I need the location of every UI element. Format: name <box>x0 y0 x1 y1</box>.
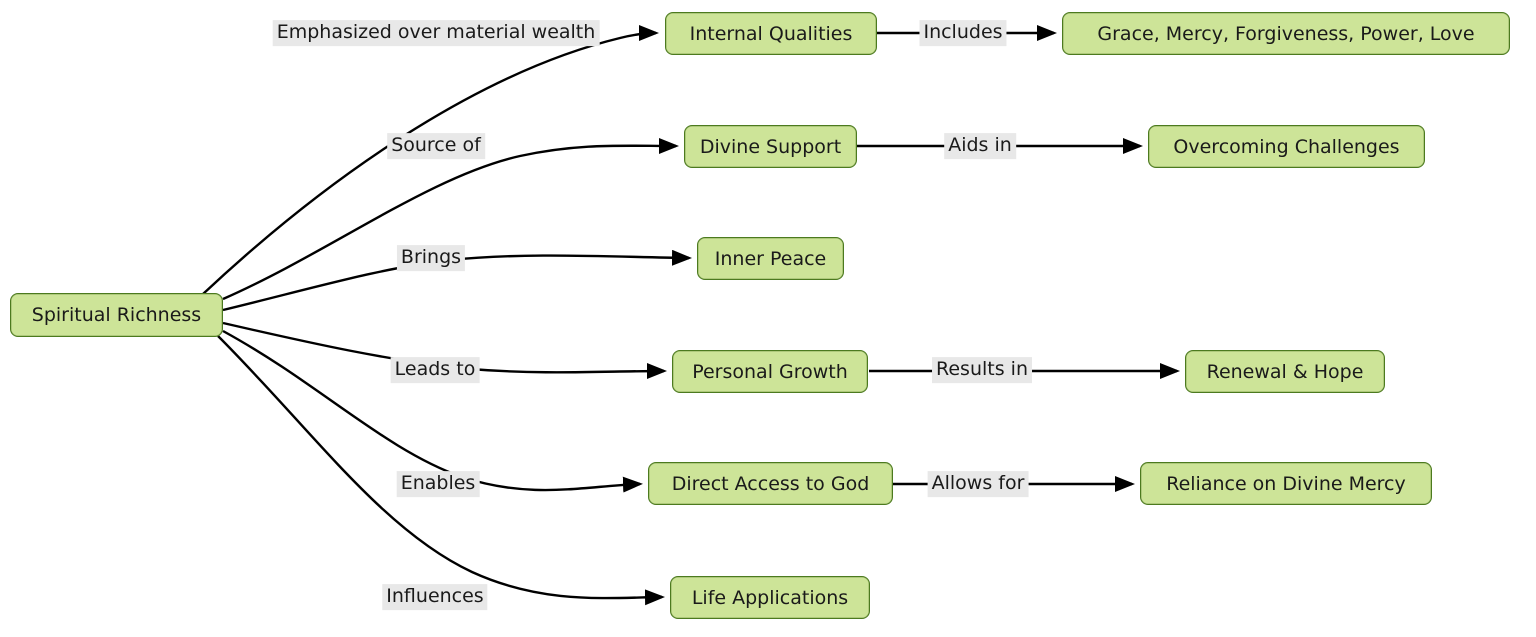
node-inner-peace: Inner Peace <box>697 237 844 280</box>
node-renewal-and-hope: Renewal & Hope <box>1185 350 1385 393</box>
edge-source-of <box>222 137 679 301</box>
edge-label-aids-in: Aids in <box>944 133 1016 159</box>
edge-label-source-of: Source of <box>387 133 485 159</box>
edge-label-results-in: Results in <box>932 357 1032 383</box>
node-direct-access-to-god: Direct Access to God <box>648 462 893 505</box>
edge-label-enables: Enables <box>396 471 480 497</box>
node-reliance-on-divine-mercy: Reliance on Divine Mercy <box>1140 462 1432 505</box>
edge-label-brings: Brings <box>396 245 466 271</box>
edge-label-allows-for: Allows for <box>927 471 1029 497</box>
edge-label-includes: Includes <box>919 20 1007 46</box>
node-overcoming-challenges: Overcoming Challenges <box>1148 125 1425 168</box>
node-internal-qualities: Internal Qualities <box>665 12 877 55</box>
node-personal-growth: Personal Growth <box>672 350 868 393</box>
edge-influences <box>217 335 665 606</box>
node-spiritual-richness: Spiritual Richness <box>10 293 223 337</box>
node-divine-support: Divine Support <box>684 125 857 168</box>
node-grace-mercy-forgiveness-power-love: Grace, Mercy, Forgiveness, Power, Love <box>1062 12 1510 55</box>
edge-label-leads-to: Leads to <box>390 357 480 383</box>
edge-label-influences: Influences <box>382 584 488 610</box>
edge-enables <box>222 329 643 493</box>
node-life-applications: Life Applications <box>670 576 870 619</box>
edge-label-emphasized-over-material-wealth: Emphasized over material wealth <box>272 20 600 46</box>
edge-emphasized-over-material-wealth <box>202 25 659 295</box>
